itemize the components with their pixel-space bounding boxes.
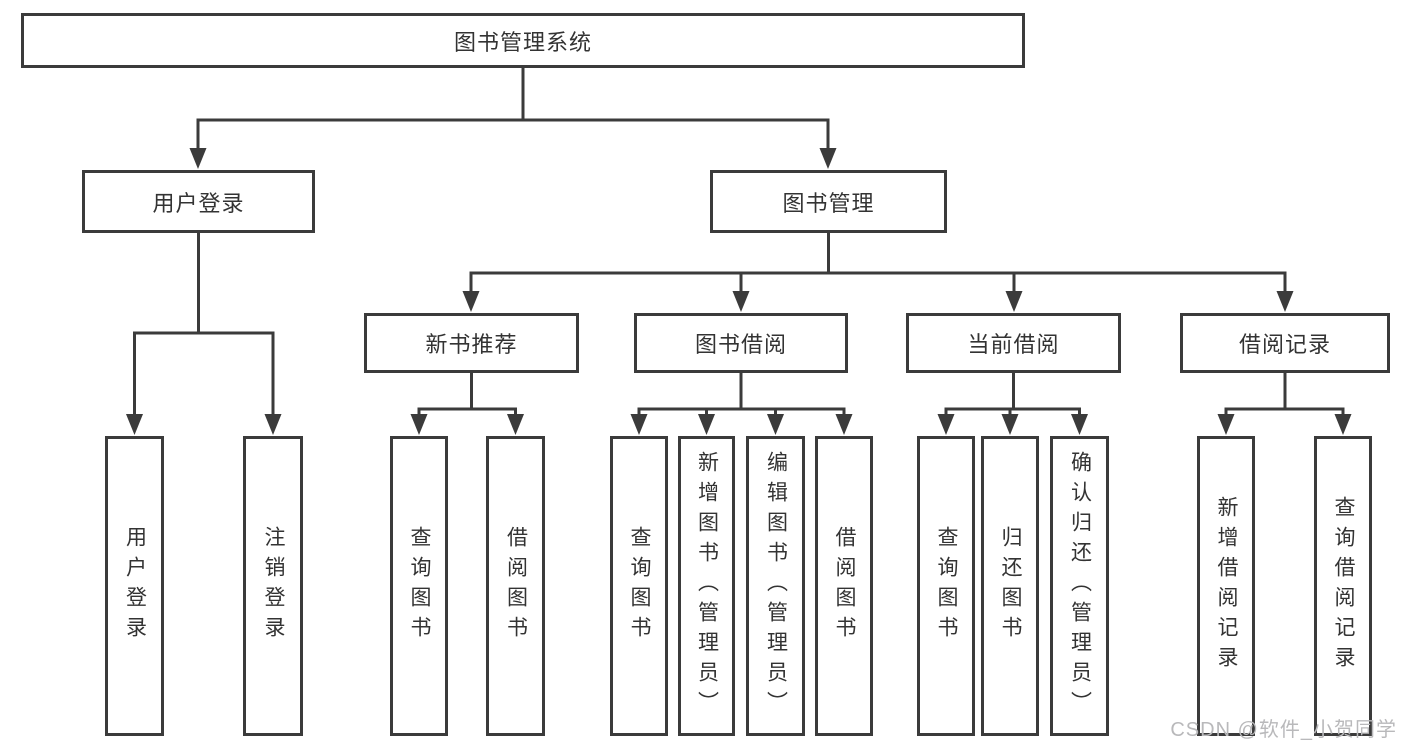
leaf-confirm-return-admin: 确认归还（管理员） — [1050, 436, 1109, 736]
arrowhead-icon — [507, 414, 524, 435]
arrowhead-icon — [819, 148, 837, 169]
leaf-query-borrow-record-label: 查询借阅记录 — [1332, 496, 1355, 676]
leaf-return-book-label: 归还图书 — [999, 526, 1022, 646]
leaf-query-books-recommend: 查询图书 — [390, 436, 448, 736]
leaf-query-books-borrow-label: 查询图书 — [628, 526, 651, 646]
leaf-edit-book-admin: 编辑图书（管理员） — [746, 436, 805, 736]
leaf-borrow-books: 借阅图书 — [815, 436, 873, 736]
leaf-logout-label: 注销登录 — [262, 526, 285, 646]
arrowhead-icon — [630, 414, 648, 435]
arrowhead-icon — [462, 291, 480, 312]
leaf-add-borrow-record: 新增借阅记录 — [1197, 436, 1255, 736]
leaf-query-books-current: 查询图书 — [917, 436, 975, 736]
arrowhead-icon — [410, 414, 428, 435]
arrowhead-icon — [698, 414, 715, 435]
leaf-user-login-label: 用户登录 — [123, 526, 147, 646]
node-book-borrow: 图书借阅 — [634, 313, 848, 373]
leaf-add-borrow-record-label: 新增借阅记录 — [1215, 496, 1238, 676]
node-current-borrow: 当前借阅 — [906, 313, 1121, 373]
arrowhead-icon — [1334, 414, 1352, 435]
leaf-borrow-books-label: 借阅图书 — [833, 526, 856, 646]
arrowhead-icon — [126, 414, 143, 435]
arrowhead-icon — [835, 414, 853, 435]
node-user-login: 用户登录 — [82, 170, 315, 233]
watermark: CSDN @软件_小贺同学 — [1170, 719, 1397, 741]
arrowhead-icon — [189, 148, 207, 169]
arrowhead-icon — [1276, 291, 1294, 312]
node-book-management: 图书管理 — [710, 170, 947, 233]
leaf-query-books-recommend-label: 查询图书 — [408, 526, 431, 646]
arrowhead-icon — [1071, 414, 1088, 435]
leaf-query-books-current-label: 查询图书 — [935, 526, 958, 646]
node-new-book-recommend: 新书推荐 — [364, 313, 579, 373]
leaf-logout: 注销登录 — [243, 436, 303, 736]
leaf-borrow-books-recommend: 借阅图书 — [486, 436, 545, 736]
leaf-edit-book-admin-label: 编辑图书（管理员） — [764, 451, 788, 721]
leaf-query-books-borrow: 查询图书 — [610, 436, 668, 736]
arrowhead-icon — [732, 291, 750, 312]
arrowhead-icon — [1005, 291, 1023, 312]
leaf-return-book: 归还图书 — [981, 436, 1039, 736]
leaf-user-login: 用户登录 — [105, 436, 164, 736]
leaf-add-book-admin: 新增图书（管理员） — [678, 436, 735, 736]
arrowhead-icon — [1001, 414, 1019, 435]
leaf-confirm-return-admin-label: 确认归还（管理员） — [1068, 451, 1092, 721]
node-library-system: 图书管理系统 — [21, 13, 1025, 68]
leaf-borrow-books-recommend-label: 借阅图书 — [504, 526, 528, 646]
leaf-query-borrow-record: 查询借阅记录 — [1314, 436, 1372, 736]
node-borrow-records: 借阅记录 — [1180, 313, 1390, 373]
arrowhead-icon — [937, 414, 955, 435]
arrowhead-icon — [1217, 414, 1235, 435]
arrowhead-icon — [767, 414, 784, 435]
leaf-add-book-admin-label: 新增图书（管理员） — [695, 451, 719, 721]
arrowhead-icon — [264, 414, 282, 435]
